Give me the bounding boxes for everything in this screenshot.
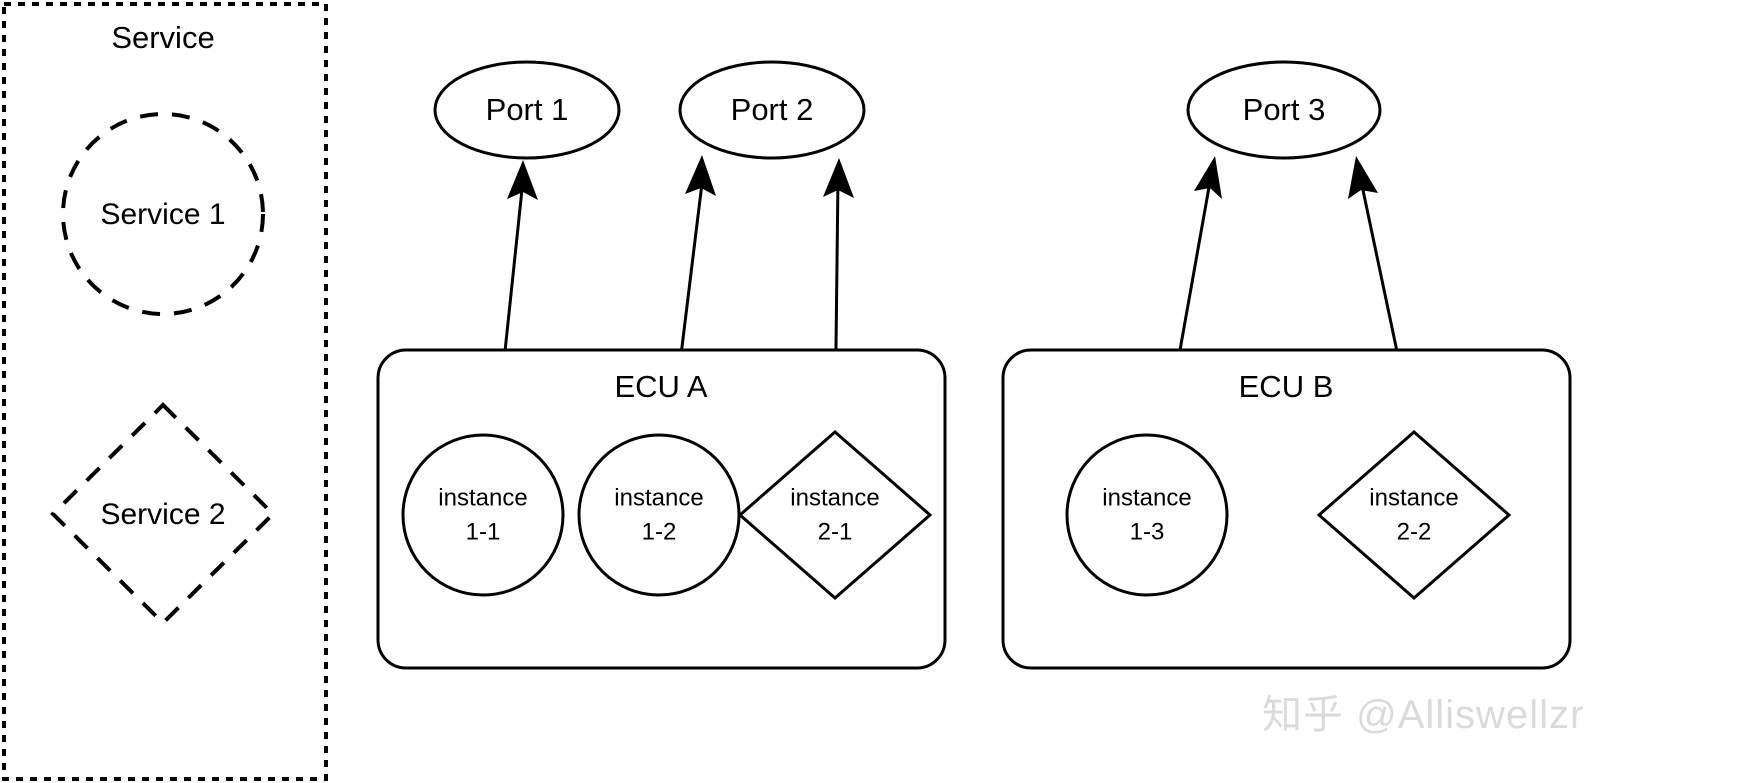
dashed-circle-shape	[61, 112, 265, 316]
instance-label-line2: 2-1	[818, 518, 853, 545]
instance-diamond-shape	[737, 430, 933, 600]
arrow-head-icon	[823, 158, 854, 198]
arrow-head-icon	[1194, 156, 1222, 199]
instance-label-line1: instance	[790, 484, 879, 511]
instance-node-instance-1-3[interactable]: instance 1-3	[1065, 433, 1229, 597]
legend-item-label-service-1: Service 1	[100, 198, 225, 231]
port-ellipse-shape	[433, 60, 621, 160]
instance-node-instance-1-1[interactable]: instance 1-1	[401, 433, 565, 597]
legend-item-service-2: Service 2	[50, 402, 276, 626]
legend-panel: Service Service 1 Service 2	[2, 2, 328, 781]
port-ellipse-shape	[678, 60, 866, 160]
instance-node-instance-2-1[interactable]: instance 2-1	[737, 430, 933, 600]
port-label: Port 1	[486, 92, 569, 127]
instance-label-line1: instance	[1369, 484, 1458, 511]
port-node-port-1[interactable]: Port 1	[433, 60, 621, 160]
dashed-diamond-shape	[50, 402, 276, 626]
instance-label-line2: 2-2	[1397, 518, 1432, 545]
arrow-head-icon	[685, 155, 716, 196]
ecu-container-ecu-b[interactable]: ECU B instance 1-3 instance 2-2	[1001, 348, 1572, 670]
ecu-label: ECU A	[614, 369, 707, 404]
instance-label-line2: 1-2	[642, 518, 677, 545]
port-node-port-2[interactable]: Port 2	[678, 60, 866, 160]
legend-panel-title: Service	[111, 20, 214, 55]
instance-diamond-shape	[1316, 430, 1512, 600]
port-label: Port 2	[731, 92, 814, 127]
instance-node-instance-1-2[interactable]: instance 1-2	[577, 433, 741, 597]
ports-layer: Port 1 Port 2 Port 3	[433, 60, 1382, 160]
instance-label-line1: instance	[614, 484, 703, 511]
watermark: 知乎 @Alliswellzr	[1262, 693, 1585, 737]
legend-item-service-1: Service 1	[61, 112, 265, 316]
instance-circle-shape	[1065, 433, 1229, 597]
port-ellipse-shape	[1186, 60, 1382, 160]
instance-label-line2: 1-1	[466, 518, 501, 545]
legend-panel-border	[2, 2, 328, 781]
instance-circle-shape	[577, 433, 741, 597]
instance-label-line2: 1-3	[1130, 518, 1165, 545]
instance-label-line1: instance	[1102, 484, 1191, 511]
ecu-label: ECU B	[1239, 369, 1334, 404]
instance-circle-shape	[401, 433, 565, 597]
instance-label-line1: instance	[438, 484, 527, 511]
instance-node-instance-2-2[interactable]: instance 2-2	[1316, 430, 1512, 600]
port-label: Port 3	[1243, 92, 1326, 127]
port-node-port-3[interactable]: Port 3	[1186, 60, 1382, 160]
arrow-head-icon	[1348, 156, 1378, 199]
legend-item-label-service-2: Service 2	[100, 498, 225, 531]
ecu-container-ecu-a[interactable]: ECU A instance 1-1 instance 1-2 instance…	[376, 348, 947, 670]
arrow-head-icon	[507, 160, 538, 200]
